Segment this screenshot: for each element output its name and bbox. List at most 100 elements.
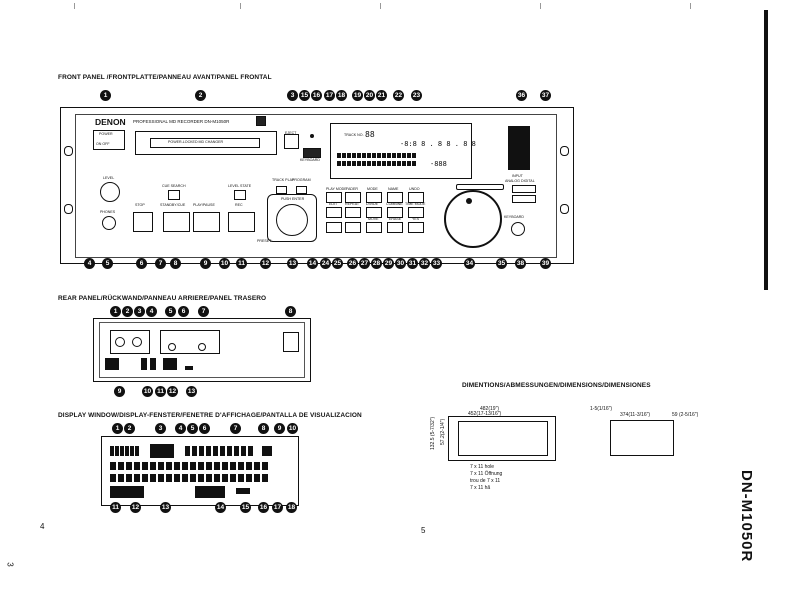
- level-state-button[interactable]: [234, 190, 246, 200]
- analog-digital: ANALOG DIGITAL: [505, 179, 535, 183]
- parallel-port[interactable]: [163, 358, 177, 370]
- divide-button[interactable]: [366, 207, 382, 218]
- cue-search-button[interactable]: [168, 190, 180, 200]
- disp-callout-9: 9: [274, 423, 285, 434]
- jog-dial[interactable]: [444, 190, 502, 248]
- level-meter: [337, 161, 417, 166]
- callout-30: 30: [395, 258, 406, 269]
- md-logo: [256, 116, 266, 126]
- keyboard-jack-2[interactable]: [511, 222, 525, 236]
- keyboard-label: KEYBOARD: [300, 158, 320, 162]
- standby-cue-button[interactable]: [163, 212, 190, 232]
- callout-38: 38: [515, 258, 526, 269]
- rs-port[interactable]: [105, 358, 119, 370]
- track-play-button[interactable]: [276, 186, 287, 194]
- depth-front: 1-5(1/16"): [590, 406, 613, 412]
- rec-button[interactable]: [228, 212, 255, 232]
- callout-2: 2: [195, 90, 206, 101]
- fader-button[interactable]: [345, 192, 361, 203]
- callout-5: 5: [102, 258, 113, 269]
- playmode-button[interactable]: [326, 192, 342, 203]
- remote-port[interactable]: [150, 358, 156, 370]
- undo-button[interactable]: [408, 192, 424, 203]
- stop-button[interactable]: [133, 212, 153, 232]
- callout-12: 12: [260, 258, 271, 269]
- callout-33: 33: [431, 258, 442, 269]
- ac-inlet[interactable]: [283, 332, 299, 352]
- program-button[interactable]: [296, 186, 307, 194]
- cue-search-label: CUE SEARCH: [162, 184, 186, 188]
- width-total: 482(19"): [480, 406, 500, 412]
- mode-button[interactable]: [326, 222, 342, 233]
- standby-label: STANDBY/CUE: [160, 203, 186, 207]
- move-button[interactable]: [366, 222, 382, 233]
- mode-button-2[interactable]: [366, 192, 382, 203]
- repeat-button[interactable]: [345, 207, 361, 218]
- height-dim: 132.5 (5-7/32"): [430, 416, 436, 450]
- name-button[interactable]: [387, 192, 403, 203]
- side-model-name: DN-M1050R: [738, 470, 755, 563]
- shuttle-ring[interactable]: [456, 184, 504, 190]
- erase-button[interactable]: [387, 222, 403, 233]
- level-state-label: LEVEL STATE: [228, 184, 252, 188]
- rack-hole: [560, 146, 569, 156]
- callout-37: 37: [540, 90, 551, 101]
- edit-label: EDIT: [329, 202, 338, 206]
- power-sub: ON OFF: [96, 142, 110, 146]
- page-number-left: 4: [40, 522, 45, 531]
- push-enter-knob[interactable]: [276, 204, 308, 236]
- coax-connector[interactable]: [168, 343, 176, 351]
- phones-label: PHONES: [100, 210, 116, 214]
- time-readout: -8:8 8 . 8 8 . 8 8: [400, 140, 476, 148]
- display-segment: [150, 444, 174, 458]
- selector-switch[interactable]: [512, 195, 536, 203]
- disp-callout-1: 1: [112, 423, 123, 434]
- remain-button[interactable]: [345, 222, 361, 233]
- erase-label: ERASE: [389, 217, 402, 221]
- hole-note-de: 7 x 11 Öffnung: [470, 471, 503, 477]
- disp-callout-13: 13: [160, 502, 171, 513]
- indicator-led: [310, 134, 314, 138]
- remote-port[interactable]: [141, 358, 147, 370]
- callout-39: 39: [540, 258, 551, 269]
- phones-jack[interactable]: [102, 216, 116, 230]
- eject-button[interactable]: [284, 134, 299, 149]
- rear-callout-6: 6: [178, 306, 189, 317]
- rack-hole: [560, 204, 569, 214]
- callout-15: 15: [299, 90, 310, 101]
- small-port[interactable]: [185, 366, 193, 370]
- hole-note: 7 x 11 hole 7 x 11 Öffnung trou de 7 x 1…: [470, 464, 502, 492]
- input-switch[interactable]: [512, 185, 536, 193]
- callout-4: 4: [84, 258, 95, 269]
- level-meter: [337, 153, 417, 158]
- disp-callout-2: 2: [124, 423, 135, 434]
- disp-callout-7: 7: [230, 423, 241, 434]
- callout-25: 25: [332, 258, 343, 269]
- time-mode-button[interactable]: [408, 207, 424, 218]
- power-button[interactable]: [93, 130, 125, 150]
- time-mode-label: TIME MODE: [405, 202, 426, 206]
- coax-connector[interactable]: [198, 343, 206, 351]
- keyboard-jack[interactable]: [303, 148, 321, 158]
- display-segment: [110, 446, 140, 456]
- display-meter: [110, 474, 270, 482]
- side-bar: [764, 10, 768, 290]
- callout-20: 20: [364, 90, 375, 101]
- disp-callout-10: 10: [287, 423, 298, 434]
- fader-label: FADER: [346, 187, 358, 191]
- callout-1: 1: [100, 90, 111, 101]
- push-enter-label: PUSH ENTER: [281, 197, 305, 201]
- callout-36: 36: [516, 90, 527, 101]
- edit-button[interactable]: [326, 207, 342, 218]
- level-knob[interactable]: [100, 182, 120, 202]
- combine-button[interactable]: [387, 207, 403, 218]
- callout-27: 27: [359, 258, 370, 269]
- xlr-connector[interactable]: [132, 337, 142, 347]
- display-segment: [262, 446, 272, 456]
- xlr-connector[interactable]: [115, 337, 125, 347]
- yes-button[interactable]: [408, 222, 424, 233]
- callout-29: 29: [383, 258, 394, 269]
- play-pause-button[interactable]: [193, 212, 220, 232]
- display-segment: [185, 446, 255, 456]
- md-slot: [150, 138, 260, 148]
